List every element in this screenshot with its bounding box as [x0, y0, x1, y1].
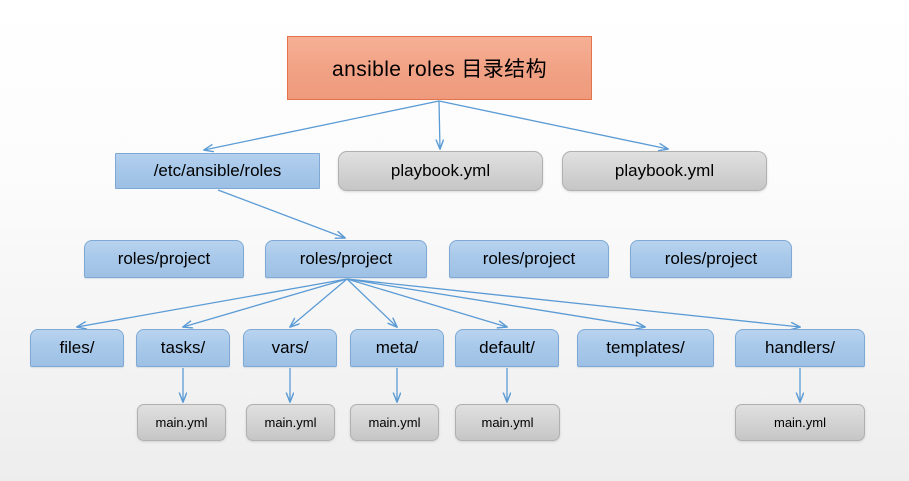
- node-label: ansible roles 目录结构: [332, 58, 547, 81]
- node-label: playbook.yml: [390, 161, 491, 180]
- node-main-yml-default: main.yml: [455, 404, 560, 441]
- arrow-ansible-roles-title-to-playbook-yml-2: [438, 100, 668, 149]
- node-label: main.yml: [155, 415, 208, 430]
- node-roles-project-3: roles/project: [449, 240, 609, 278]
- arrow-ansible-roles-title-to-playbook-yml-1: [439, 100, 440, 149]
- arrow-roles-project-2-to-tasks-dir: [183, 278, 348, 327]
- node-label: main.yml: [773, 415, 826, 430]
- node-label: /etc/ansible/roles: [153, 161, 282, 180]
- node-meta-dir: meta/: [350, 329, 444, 367]
- node-vars-dir: vars/: [243, 329, 337, 367]
- node-handlers-dir: handlers/: [735, 329, 865, 367]
- node-etc-ansible-roles: /etc/ansible/roles: [115, 153, 320, 189]
- arrow-roles-project-2-to-vars-dir: [290, 278, 348, 327]
- node-main-yml-handlers: main.yml: [735, 404, 865, 441]
- node-ansible-roles-title: ansible roles 目录结构: [287, 36, 592, 100]
- node-label: files/: [59, 338, 95, 357]
- arrow-roles-project-2-to-templates-dir: [346, 278, 645, 327]
- arrow-roles-project-2-to-meta-dir: [346, 278, 397, 327]
- node-label: playbook.yml: [614, 161, 715, 180]
- arrow-roles-project-2-to-default-dir: [346, 278, 507, 327]
- arrow-ansible-roles-title-to-etc-ansible-roles: [204, 100, 440, 150]
- node-roles-project-4: roles/project: [630, 240, 792, 278]
- node-label: vars/: [271, 338, 309, 357]
- node-default-dir: default/: [455, 329, 559, 367]
- node-playbook-yml-2: playbook.yml: [562, 151, 767, 191]
- node-templates-dir: templates/: [577, 329, 714, 367]
- node-playbook-yml-1: playbook.yml: [338, 151, 543, 191]
- node-label: main.yml: [368, 415, 421, 430]
- node-label: tasks/: [160, 338, 206, 357]
- node-label: roles/project: [664, 249, 758, 268]
- node-label: roles/project: [482, 249, 576, 268]
- node-main-yml-vars: main.yml: [246, 404, 335, 441]
- node-label: default/: [479, 338, 535, 357]
- node-roles-project-2: roles/project: [265, 240, 427, 278]
- node-label: main.yml: [481, 415, 534, 430]
- node-label: roles/project: [299, 249, 393, 268]
- node-label: meta/: [375, 338, 419, 357]
- node-main-yml-meta: main.yml: [350, 404, 439, 441]
- arrow-roles-project-2-to-handlers-dir: [346, 278, 800, 327]
- node-label: main.yml: [264, 415, 317, 430]
- node-tasks-dir: tasks/: [136, 329, 230, 367]
- node-roles-project-1: roles/project: [84, 240, 244, 278]
- node-files-dir: files/: [30, 329, 124, 367]
- node-label: roles/project: [117, 249, 211, 268]
- node-label: handlers/: [765, 338, 835, 357]
- arrow-roles-project-2-to-files-dir: [77, 278, 348, 327]
- arrow-etc-ansible-roles-to-roles-project-2: [217, 189, 345, 238]
- node-label: templates/: [606, 338, 685, 357]
- node-main-yml-tasks: main.yml: [137, 404, 226, 441]
